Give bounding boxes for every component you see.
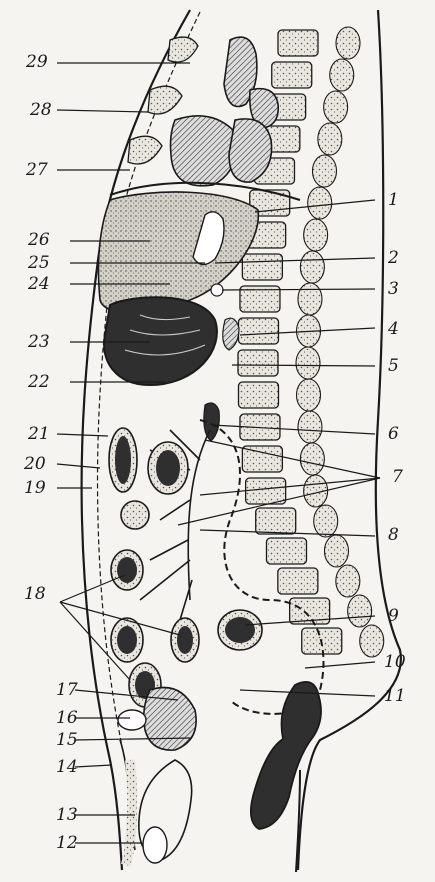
spinous-process	[298, 283, 322, 315]
spinous-process	[300, 251, 324, 283]
vertebra	[278, 568, 318, 594]
label-3: 3	[388, 281, 399, 298]
label-10: 10	[384, 654, 406, 671]
label-14: 14	[56, 759, 78, 776]
spinous-process	[308, 187, 332, 219]
label-26: 26	[28, 232, 50, 249]
spinous-process	[312, 155, 336, 187]
spinous-process	[336, 27, 360, 59]
spinous-process	[324, 535, 348, 567]
label-21: 21	[28, 426, 50, 443]
spinous-process	[336, 565, 360, 597]
vertebra	[256, 508, 296, 534]
vertebra	[238, 350, 278, 376]
label-11: 11	[384, 688, 406, 705]
spinous-process	[314, 505, 338, 537]
label-15: 15	[56, 732, 78, 749]
spinous-process	[304, 219, 328, 251]
label-28: 28	[30, 102, 52, 119]
pubic-symphysis	[118, 710, 146, 730]
label-25: 25	[28, 255, 50, 272]
label-1: 1	[388, 192, 399, 209]
vertebra	[266, 538, 306, 564]
label-22: 22	[28, 374, 50, 391]
label-16: 16	[56, 710, 78, 727]
label-27: 27	[26, 162, 48, 179]
spinous-process	[348, 595, 372, 627]
spinous-process	[300, 443, 324, 475]
spinous-process	[298, 411, 322, 443]
vertebra	[238, 382, 278, 408]
testis	[143, 827, 167, 863]
label-4: 4	[388, 321, 399, 338]
label-24: 24	[28, 276, 50, 293]
vertebra	[246, 478, 286, 504]
label-20: 20	[24, 456, 46, 473]
spinous-process	[360, 625, 384, 657]
label-8: 8	[388, 527, 399, 544]
vertebra	[272, 62, 312, 88]
label-17: 17	[56, 682, 78, 699]
spinous-process	[324, 91, 348, 123]
rectum	[251, 682, 321, 829]
label-9: 9	[388, 608, 399, 625]
label-23: 23	[28, 334, 50, 351]
label-12: 12	[56, 835, 78, 852]
label-7: 7	[392, 469, 403, 486]
spinous-process	[296, 379, 320, 411]
liver	[98, 192, 258, 312]
vertebra	[238, 318, 278, 344]
label-5: 5	[388, 358, 399, 375]
spinous-process	[330, 59, 354, 91]
label-19: 19	[24, 480, 46, 497]
label-2: 2	[388, 250, 399, 267]
label-18: 18	[24, 586, 46, 603]
vertebra	[242, 254, 282, 280]
stomach	[104, 297, 217, 385]
label-13: 13	[56, 807, 78, 824]
vertebra	[278, 30, 318, 56]
label-6: 6	[388, 426, 399, 443]
label-29: 29	[26, 54, 48, 71]
spinous-process	[296, 347, 320, 379]
spinous-process	[318, 123, 342, 155]
